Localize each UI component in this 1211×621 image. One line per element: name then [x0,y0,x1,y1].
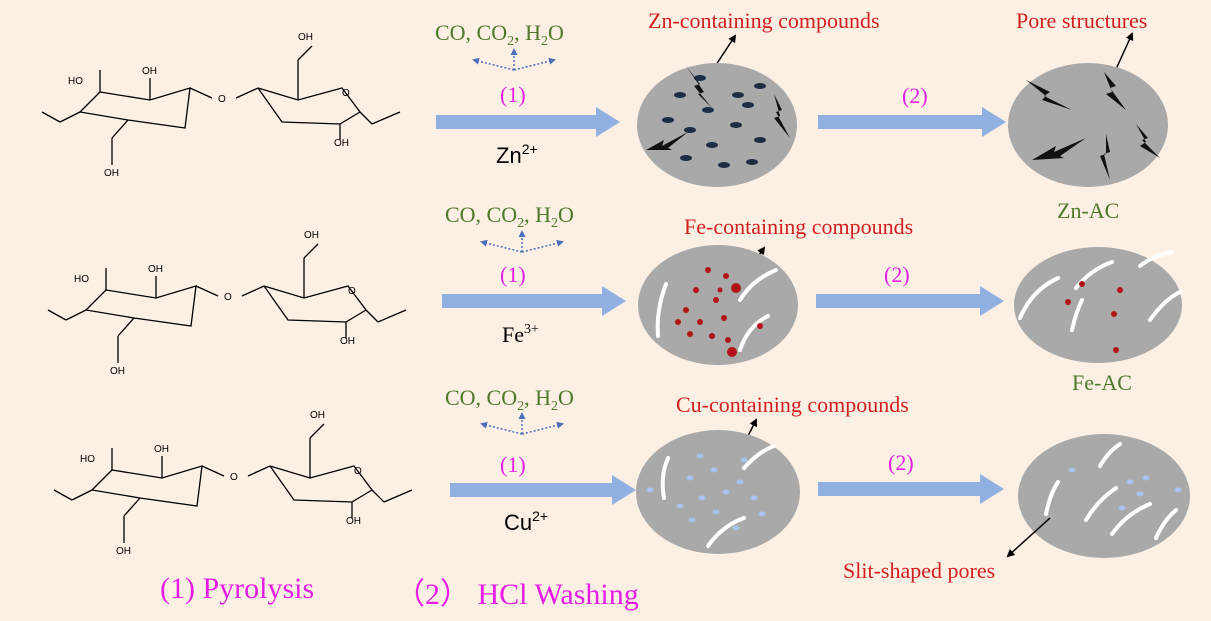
ring-oxygen-label: O [348,286,356,297]
step1-label: (1) [500,452,526,477]
slit-pores [660,444,776,548]
oh-label: OH [340,336,355,347]
pyrolysis-arrow [442,286,626,316]
oh-label: OH [154,444,169,455]
ho-label: HO [68,76,83,87]
gas-release-arrows [480,412,564,435]
oh-label: OH [304,230,319,241]
cu-ion-label: Cu2+ [504,508,548,535]
pyrolysis-arrow [436,107,620,137]
row-zn: CO, CO2, H2O (1) Zn2+ Zn-containing comp… [435,8,1168,223]
activated-carbon-disc [1014,247,1182,363]
oh-label: OH [310,410,325,421]
ring-oxygen-label: O [354,466,362,477]
pore-cracks [1026,72,1160,180]
oh-label: OH [148,264,163,275]
step1-label: (1) [500,262,526,287]
row-cu: CO, CO2, H2O (1) Cu2+ Cu-containing comp… [445,385,1190,583]
ring-oxygen-label: O [342,88,350,99]
gas-release-arrows [480,230,564,253]
slit-pores [655,268,778,352]
gas-release-arrows [472,48,556,71]
ho-label: HO [74,274,89,285]
washing-arrow [818,474,1004,504]
step2-label: (2) [884,262,910,287]
oh-label: OH [104,168,119,179]
washing-arrow [816,286,1004,316]
row-fe: CO, CO2, H2O (1) Fe3+ Fe-containing comp… [442,202,1182,395]
pore-cracks [646,66,790,150]
annotation-pointer [1006,517,1051,558]
oh-label: OH [298,32,313,43]
fe-particles [675,267,763,357]
zn-ion-label: Zn2+ [496,141,538,168]
oh-label: OH [116,546,131,557]
zn-particles [662,75,766,168]
oh-label: OH [346,516,361,527]
cellobiose-structure [41,45,401,165]
gas-products-label: CO, CO2, H2O [445,385,574,414]
slit-pores [1044,442,1178,540]
ho-label: HO [80,454,95,465]
product-label: Fe-AC [1072,370,1132,395]
legend-pyrolysis: (1) Pyrolysis [160,572,314,605]
oh-label: OH [110,366,125,377]
step2-label: (2) [902,83,928,108]
oh-label: OH [142,66,157,77]
char-disc [636,430,800,554]
step2-label: (2) [888,450,914,475]
gas-products-label: CO, CO2, H2O [435,20,564,49]
ring-oxygen-label: O [218,94,226,105]
product-label: Zn-AC [1057,198,1119,223]
ring-oxygen-label: O [230,472,238,483]
gas-products-label: CO, CO2, H2O [445,202,574,231]
washing-arrow [818,107,1006,137]
activated-carbon-disc [1008,63,1168,187]
pyrolysis-arrow [450,475,636,505]
char-disc [638,245,798,365]
cu-particles [1068,467,1182,511]
fe-ion-label: Fe3+ [502,322,539,347]
slit-pores [1018,250,1182,332]
legend-washing: （2） HCl Washing [395,578,639,611]
fe-particles [1065,281,1123,353]
annotation-label: Pore structures [1016,8,1147,33]
char-disc [637,63,797,187]
annotation-label: Slit-shaped pores [843,558,995,583]
step1-label: (1) [500,82,526,107]
compound-label: Zn-containing compounds [648,8,880,33]
compound-label: Fe-containing compounds [684,214,913,239]
ring-oxygen-label: O [224,292,232,303]
oh-label: OH [334,138,349,149]
compound-label: Cu-containing compounds [676,392,909,417]
cu-particles [646,453,766,531]
